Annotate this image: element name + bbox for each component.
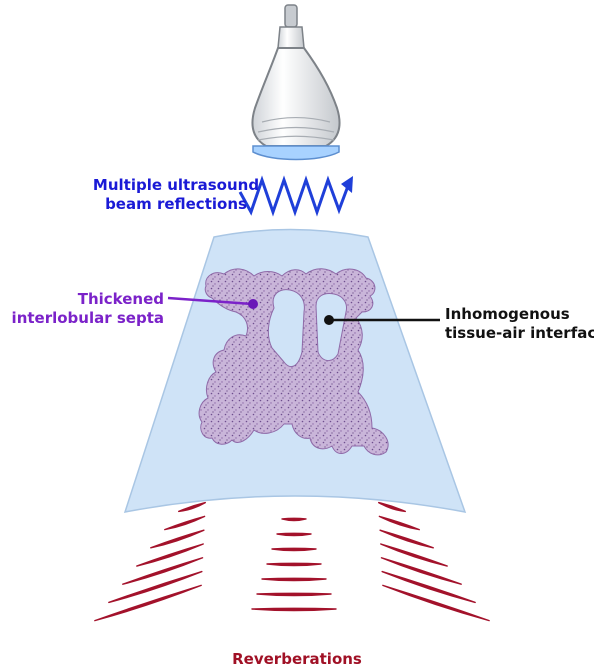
reverberation-arcs	[95, 503, 489, 621]
thickened-septa-label: Thickened interlobular septa	[0, 290, 164, 328]
reverberation-arc-left-6	[109, 572, 202, 603]
reverberation-arc-right-2	[379, 516, 419, 529]
reverberation-arc-left-3	[151, 530, 204, 548]
beam-reflections-line2: beam reflections	[71, 195, 281, 214]
reverberation-arc-left-5	[123, 558, 203, 584]
reverberation-arc-center-3	[272, 548, 316, 550]
reverberation-arc-right-6	[382, 572, 475, 603]
thickened-septa-line2: interlobular septa	[0, 309, 164, 328]
reverberation-arc-left-4	[137, 544, 203, 566]
tissue-air-line2: tissue-air interface	[445, 324, 594, 343]
reverberation-arc-center-2	[277, 533, 311, 535]
thickened-septa-line1: Thickened	[0, 290, 164, 309]
reverberation-arc-center-4	[267, 563, 321, 565]
reverberation-arc-center-7	[252, 608, 336, 610]
reverberation-arc-right-5	[381, 558, 461, 584]
tissue-air-label: Inhomogenous tissue-air interface	[445, 305, 594, 343]
reverberation-arc-left-1	[179, 503, 206, 512]
ultrasound-probe-icon	[253, 5, 340, 160]
beam-reflections-line1: Multiple ultrasound	[71, 176, 281, 195]
tissue-air-line1: Inhomogenous	[445, 305, 594, 324]
reverberations-label: Reverberations	[232, 650, 362, 669]
reverberation-arc-right-4	[381, 544, 447, 566]
reverberation-arc-center-1	[282, 518, 306, 520]
reverberation-arc-left-2	[165, 516, 205, 529]
reverberation-arc-center-5	[262, 578, 326, 580]
reverberation-arc-center-6	[257, 593, 331, 595]
beam-reflections-label: Multiple ultrasound beam reflections	[71, 176, 281, 214]
reverberation-arc-right-3	[380, 530, 433, 548]
reverberation-arc-right-1	[379, 503, 406, 512]
